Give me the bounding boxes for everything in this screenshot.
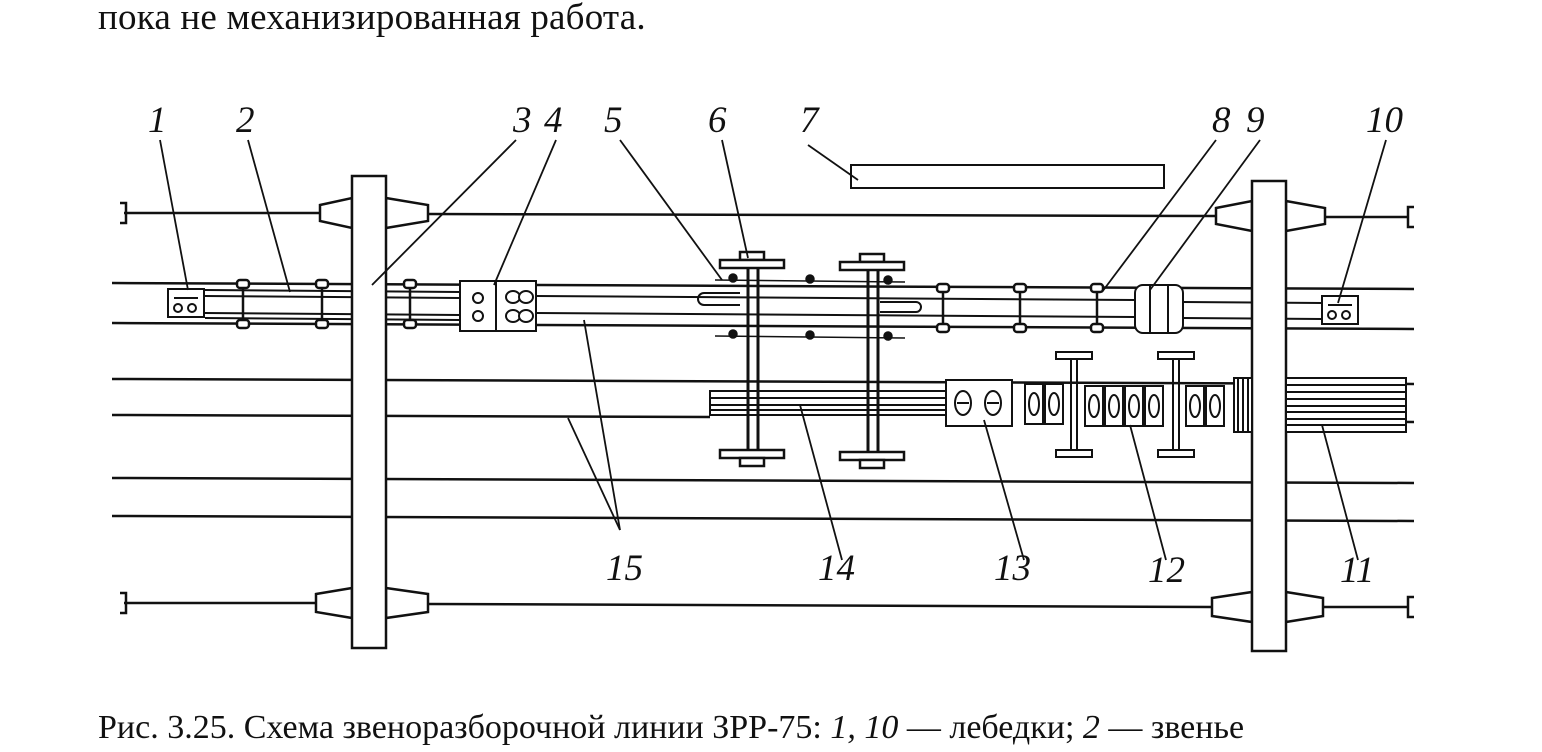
label-7: 7: [800, 100, 820, 141]
unit-11: [1233, 377, 1407, 433]
winch-right: [1321, 295, 1359, 325]
upper-cable: [120, 201, 1414, 229]
gantry-6b: [838, 252, 906, 470]
callout-labels: 1 2 3 4 5 6 7 8 9 10 11 12 13 14 15: [148, 100, 1404, 591]
sleeper: [935, 282, 951, 334]
label-13: 13: [994, 548, 1031, 589]
unit-7: [850, 164, 1165, 189]
sleeper: [1089, 282, 1105, 334]
figure-caption: Рис. 3.25. Схема звеноразборочной линии …: [98, 704, 1244, 752]
gantry-6a: [718, 250, 786, 468]
unit-9: [1134, 284, 1184, 334]
label-5: 5: [604, 100, 623, 141]
label-6: 6: [708, 100, 727, 141]
sleepers: [235, 278, 1105, 334]
page-text-line: пока не механизированная работа.: [98, 0, 646, 38]
label-1: 1: [148, 100, 167, 141]
label-2: 2: [236, 100, 255, 141]
label-10: 10: [1366, 100, 1404, 141]
label-15: 15: [606, 548, 643, 589]
lower-cable: [120, 591, 1414, 619]
caption-prefix: Рис. 3.25. Схема звеноразборочной линии …: [98, 709, 831, 746]
line-scheme-diagram: 1 2 3 4 5 6 7 8 9 10 11 12 13 14 15: [111, 100, 1415, 653]
label-11: 11: [1340, 550, 1374, 591]
portal-frame-right: [1210, 179, 1327, 653]
caption-ref-2: 2: [1082, 709, 1100, 746]
label-8: 8: [1212, 100, 1231, 141]
leader-lines: [159, 139, 1387, 561]
unit-14: [709, 390, 947, 416]
track-link-rails: [204, 289, 1323, 321]
label-12: 12: [1148, 550, 1185, 591]
label-9: 9: [1246, 100, 1265, 141]
label-14: 14: [818, 548, 855, 589]
label-3: 3: [512, 100, 532, 141]
portal-frame-left: [314, 174, 430, 650]
unit-4: [459, 280, 537, 332]
sleeper: [402, 278, 418, 330]
sleeper: [314, 278, 330, 330]
winch-left: [167, 288, 205, 318]
unit-13: [945, 379, 1013, 427]
caption-ref-1: 1, 10: [830, 709, 899, 746]
sleeper: [235, 278, 251, 330]
sleeper: [1012, 282, 1028, 334]
label-4: 4: [544, 100, 563, 141]
caption-text-1: — лебедки;: [898, 709, 1083, 746]
unit-12: [1024, 351, 1225, 458]
caption-text-2: — звенье: [1099, 709, 1245, 746]
